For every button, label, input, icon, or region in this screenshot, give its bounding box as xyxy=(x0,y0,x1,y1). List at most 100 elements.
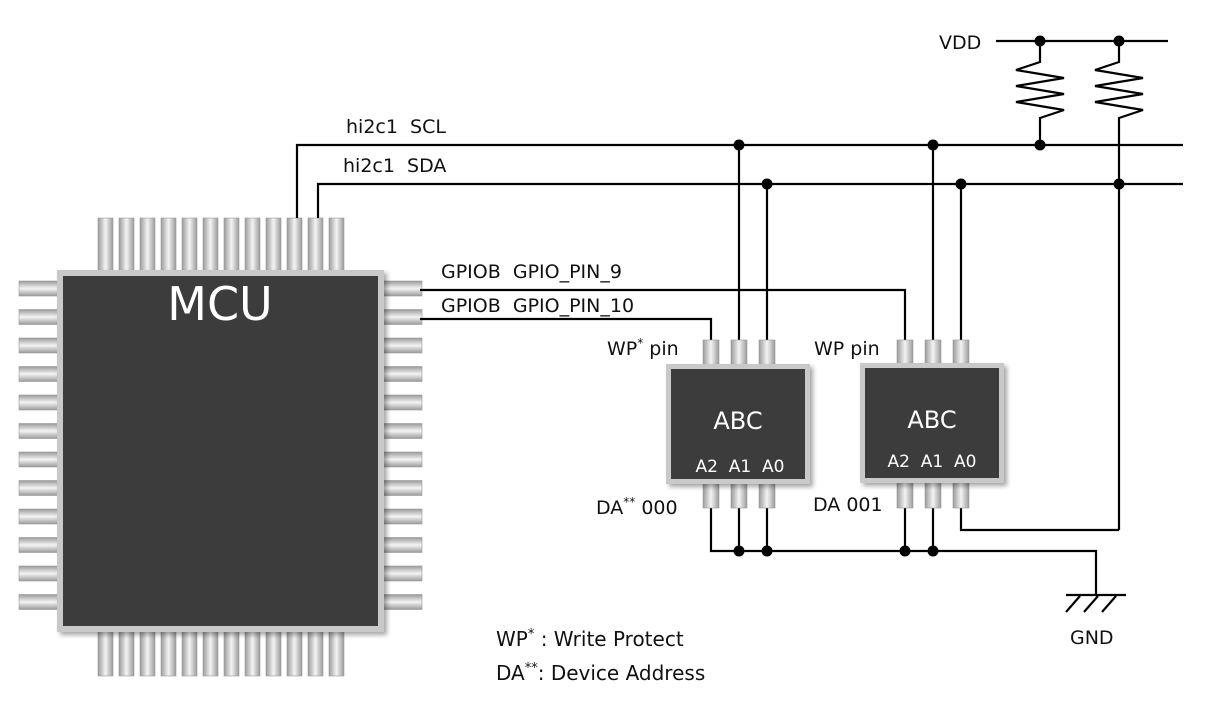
chip2-wp-label: WP pin xyxy=(814,338,880,360)
mcu-pin xyxy=(18,366,60,382)
mcu-pins-right xyxy=(381,280,423,610)
scl-label: hi2c1 SCL xyxy=(346,116,446,138)
junction-dot xyxy=(1113,35,1125,47)
mcu-pin xyxy=(381,280,423,297)
vdd-label: VDD xyxy=(939,32,981,54)
mcu-pin xyxy=(381,565,423,582)
mcu-label: MCU xyxy=(167,277,272,331)
mcu-pin xyxy=(381,594,423,610)
chip2-pin-labels: A2 A1 A0 xyxy=(888,452,977,472)
mcu-pin xyxy=(381,309,423,325)
junction-dot xyxy=(1034,139,1046,151)
mcu-pins-bottom xyxy=(97,629,345,677)
mcu-pin xyxy=(381,423,423,439)
chip2-name: ABC xyxy=(907,406,956,434)
mcu-pin xyxy=(328,217,345,273)
chip1-pin-labels: A2 A1 A0 xyxy=(696,457,785,477)
chip2-da-label: DA 001 xyxy=(813,494,883,516)
mcu-pin xyxy=(18,594,60,610)
junction-dot xyxy=(1113,178,1125,190)
junction-dot xyxy=(1034,35,1046,47)
chip2-pins xyxy=(896,339,970,509)
gnd-label: GND xyxy=(1070,627,1114,649)
mcu-pin xyxy=(18,280,60,297)
mcu-chip: MCU xyxy=(57,270,384,632)
pullup-resistor-scl xyxy=(1015,41,1065,145)
mcu-pin xyxy=(381,366,423,382)
mcu-pin xyxy=(139,217,156,273)
mcu-pin xyxy=(18,537,60,553)
mcu-pin xyxy=(223,217,240,273)
mcu-pin xyxy=(18,565,60,582)
mcu-pin xyxy=(265,629,282,677)
eeprom-chip-1: ABC A2 A1 A0 WP* pin DA** 000 xyxy=(596,336,810,519)
mcu-pin xyxy=(18,309,60,325)
mcu-pins-top xyxy=(97,217,345,273)
mcu-pin xyxy=(160,629,177,677)
mcu-pin xyxy=(181,629,198,677)
junction-dot xyxy=(927,139,939,151)
junction-dot xyxy=(955,178,967,190)
mcu-pin xyxy=(97,217,114,273)
legend: WP* : Write Protect DA**: Device Address xyxy=(496,627,705,685)
pullup-resistor-sda xyxy=(1094,41,1144,530)
mcu-pin xyxy=(381,537,423,553)
mcu-pin xyxy=(286,217,303,273)
gpio-pin10-label: GPIOB GPIO_PIN_10 xyxy=(441,295,634,317)
chip1-wp-label: WP* pin xyxy=(607,336,679,360)
mcu-pin xyxy=(223,629,240,677)
mcu-pin xyxy=(202,629,219,677)
mcu-pin xyxy=(160,217,177,273)
gnd-hatch-2 xyxy=(1083,595,1099,613)
mcu-pin xyxy=(202,217,219,273)
mcu-pins-left xyxy=(18,280,60,610)
chip1-name: ABC xyxy=(713,407,762,435)
chip2-a0-vdd-wire xyxy=(959,507,1119,532)
eeprom-chip-2: ABC A2 A1 A0 WP pin DA 001 xyxy=(813,338,1004,516)
sda-line xyxy=(316,182,1183,218)
mcu-pin xyxy=(286,629,303,677)
gnd-hatch-3 xyxy=(1101,595,1117,613)
mcu-pin xyxy=(18,423,60,439)
chip1-pins xyxy=(702,339,776,509)
junction-dot xyxy=(899,545,911,557)
mcu-pin xyxy=(244,629,261,677)
mcu-pin xyxy=(328,629,345,677)
mcu-body xyxy=(63,276,378,626)
mcu-pin xyxy=(118,217,135,273)
junction-dot xyxy=(761,178,773,190)
mcu-pin xyxy=(381,508,423,525)
sda-label: hi2c1 SDA xyxy=(343,155,446,177)
mcu-pin xyxy=(97,629,114,677)
junction-dot xyxy=(733,545,745,557)
mcu-pin xyxy=(244,217,261,273)
gnd-hatch-1 xyxy=(1065,595,1081,613)
mcu-pin xyxy=(18,508,60,525)
mcu-pin xyxy=(381,337,423,354)
chip1-da-label: DA** 000 xyxy=(596,495,678,519)
gpio-pin10-line xyxy=(420,317,713,343)
chip2-body xyxy=(865,368,999,478)
mcu-pin xyxy=(18,337,60,354)
mcu-pin xyxy=(18,480,60,496)
mcu-pin xyxy=(18,451,60,468)
junction-dot xyxy=(733,139,745,151)
junction-dot xyxy=(927,545,939,557)
gpio-pin9-line xyxy=(420,288,907,343)
legend-wp: WP* : Write Protect xyxy=(496,627,684,651)
mcu-pin xyxy=(307,629,324,677)
mcu-pin xyxy=(18,394,60,411)
junction-dot xyxy=(761,545,773,557)
mcu-pin xyxy=(381,451,423,468)
mcu-pin xyxy=(118,629,135,677)
mcu-pin xyxy=(139,629,156,677)
mcu-pin xyxy=(307,217,324,273)
legend-da: DA**: Device Address xyxy=(496,661,705,685)
chip1-body xyxy=(671,369,805,479)
mcu-pin xyxy=(381,394,423,411)
gpio-pin9-label: GPIOB GPIO_PIN_9 xyxy=(441,261,622,283)
junction-dots xyxy=(733,35,1125,557)
mcu-pin xyxy=(381,480,423,496)
scl-line xyxy=(295,143,1183,218)
